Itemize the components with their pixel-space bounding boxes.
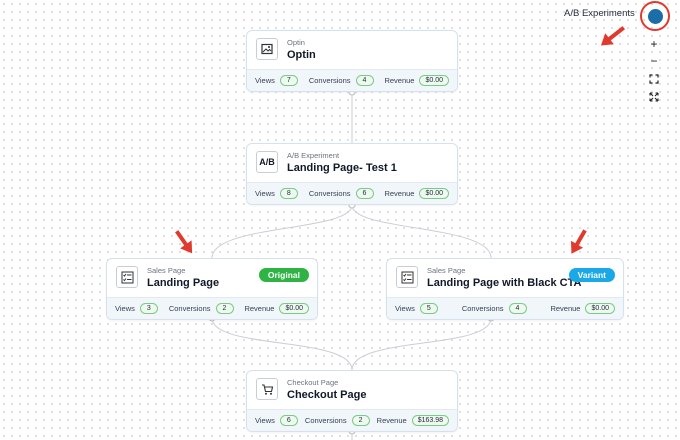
revenue-amount: $0.00	[419, 75, 449, 86]
views-label: Views	[395, 304, 415, 313]
node-type: Checkout Page	[287, 378, 339, 387]
views-label: Views	[255, 189, 275, 198]
fit-view-icon	[649, 74, 659, 84]
views-count: 5	[419, 303, 438, 314]
revenue-amount: $163.98	[411, 415, 449, 426]
node-type: A/B Experiment	[287, 151, 340, 160]
conversions-count: 2	[351, 415, 370, 426]
node-optin[interactable]: Optin Optin Views 7 Conversions 4 Revenue $…	[246, 30, 458, 92]
edge-ab-original	[211, 204, 353, 259]
revenue-amount: $0.00	[419, 188, 449, 199]
conversions-count: 4	[508, 303, 527, 314]
edge-original-checkout	[211, 317, 353, 371]
zoom-in-button[interactable]: +	[650, 37, 658, 51]
edge-variant-checkout	[351, 317, 492, 371]
revenue-amount: $0.00	[585, 303, 615, 314]
node-title: Landing Page with Black CTA	[427, 277, 582, 289]
revenue-label: Revenue	[376, 416, 407, 425]
conversions-label: Conversions	[168, 304, 211, 313]
node-stats: Views 3 Conversions 2 Revenue $0.00	[107, 297, 317, 319]
views-label: Views	[115, 304, 135, 313]
node-original[interactable]: Sales Page Landing Page Original Views 3 …	[106, 258, 318, 320]
revenue-label: Revenue	[384, 189, 415, 198]
revenue-label: Revenue	[384, 76, 415, 85]
checklist-icon	[116, 266, 138, 288]
node-stats: Views 8 Conversions 6 Revenue $0.00	[247, 182, 457, 204]
views-count: 6	[279, 415, 298, 426]
revenue-label: Revenue	[244, 304, 275, 313]
node-variant[interactable]: Sales Page Landing Page with Black CTA V…	[386, 258, 624, 320]
node-stats: Views 5 Conversions 4 Revenue $0.00	[387, 297, 623, 319]
fullscreen-icon	[649, 92, 659, 102]
node-type: Optin	[287, 38, 305, 47]
revenue-amount: $0.00	[279, 303, 309, 314]
node-stats: Views 6 Conversions 2 Revenue $163.98	[247, 409, 457, 431]
conversions-label: Conversions	[308, 76, 351, 85]
views-count: 3	[139, 303, 158, 314]
node-title: Landing Page	[147, 277, 220, 289]
node-type: Sales Page	[147, 266, 186, 275]
edge-ab-variant	[351, 204, 492, 259]
ab-experiments-toggle[interactable]	[640, 1, 670, 31]
variant-badge: Variant	[568, 268, 615, 282]
revenue-label: Revenue	[550, 304, 581, 313]
conversions-count: 2	[215, 303, 234, 314]
node-title: Checkout Page	[287, 389, 367, 401]
conversions-label: Conversions	[461, 304, 504, 313]
conversions-count: 6	[355, 188, 374, 199]
node-ab-experiment[interactable]: A/B A/B Experiment Landing Page- Test 1 …	[246, 143, 458, 205]
node-title: Optin	[287, 49, 316, 61]
node-checkout[interactable]: Checkout Page Checkout Page Views 6 Conve…	[246, 370, 458, 432]
views-label: Views	[255, 416, 275, 425]
ab-experiments-label: A/B Experiments	[564, 8, 635, 19]
node-stats: Views 7 Conversions 4 Revenue $0.00	[247, 69, 457, 91]
views-count: 8	[279, 188, 298, 199]
views-label: Views	[255, 76, 275, 85]
image-icon	[256, 38, 278, 60]
views-count: 7	[279, 75, 298, 86]
original-badge: Original	[258, 268, 309, 282]
cart-icon	[256, 378, 278, 400]
ab-icon: A/B	[256, 151, 278, 173]
zoom-out-button[interactable]: −	[650, 54, 658, 68]
node-title: Landing Page- Test 1	[287, 162, 397, 174]
fit-view-button[interactable]	[646, 71, 662, 87]
conversions-label: Conversions	[308, 189, 351, 198]
checklist-icon	[396, 266, 418, 288]
node-type: Sales Page	[427, 266, 466, 275]
conversions-count: 4	[355, 75, 374, 86]
conversions-label: Conversions	[304, 416, 347, 425]
toggle-dot-icon	[647, 8, 663, 24]
fullscreen-button[interactable]	[646, 89, 662, 105]
